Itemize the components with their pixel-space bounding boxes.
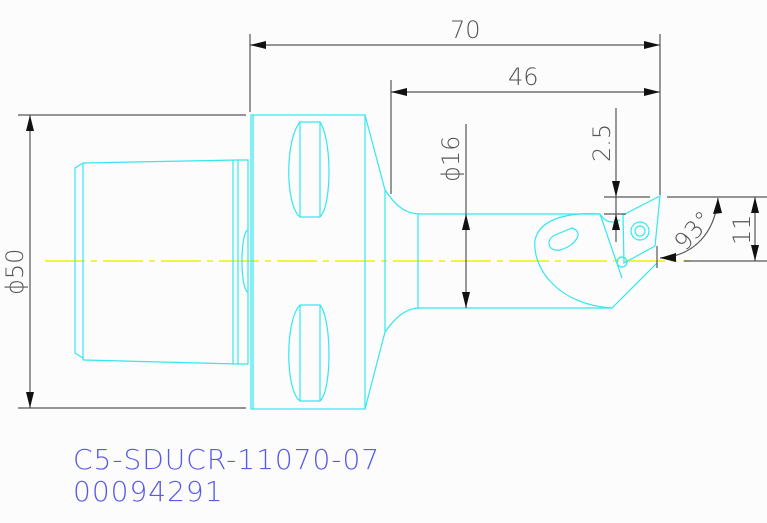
shank-body bbox=[74, 159, 249, 365]
dimension-11: 11 bbox=[667, 196, 767, 262]
dim-70-text: 70 bbox=[450, 16, 481, 44]
dim-46-text: 46 bbox=[508, 63, 539, 91]
dim-11-text: 11 bbox=[728, 214, 756, 245]
dimension-angle-93: 93° bbox=[656, 197, 722, 268]
dim-phi50-text: ϕ50 bbox=[1, 249, 29, 295]
dimension-phi16: ϕ16 bbox=[437, 124, 470, 308]
dimension-46: 46 bbox=[390, 63, 660, 194]
dim-2-5-text: 2.5 bbox=[588, 124, 616, 162]
neck-taper bbox=[364, 114, 421, 410]
dimension-phi50: ϕ50 bbox=[1, 114, 246, 409]
dim-phi16-text: ϕ16 bbox=[437, 136, 465, 182]
dimension-2-5: 2.5 bbox=[588, 108, 650, 242]
serial-number-label: 00094291 bbox=[73, 475, 224, 508]
cutting-insert bbox=[616, 194, 661, 268]
dim-93-text: 93° bbox=[669, 206, 718, 256]
dimension-70: 70 bbox=[249, 16, 661, 195]
boring-bar bbox=[417, 213, 658, 309]
part-number-label: C5-SDUCR-11070-07 bbox=[73, 443, 381, 476]
flange-body bbox=[250, 114, 366, 410]
